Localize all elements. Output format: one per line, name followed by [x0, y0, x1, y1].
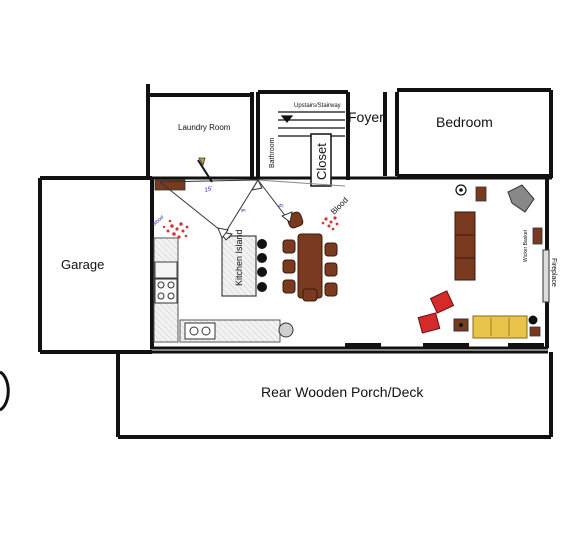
blood-splatter-dining: [321, 216, 339, 231]
bar-stools: [257, 239, 267, 292]
lamp-icon: [455, 184, 467, 196]
coffee-table-item: [459, 323, 463, 327]
porch-label: Rear Wooden Porch/Deck: [261, 384, 424, 400]
measure-label-b: 4': [238, 207, 246, 215]
fireplace-label: Fireplace: [550, 258, 557, 287]
bookshelf: [454, 211, 476, 281]
end-table: [529, 326, 541, 337]
windows: [345, 343, 544, 348]
stove: [154, 278, 178, 304]
blood-label: Blood: [329, 196, 350, 217]
arrowheads: [217, 178, 293, 241]
kitchen-island-label: Kitchen Island: [234, 229, 244, 286]
kitchen-island: [221, 235, 257, 297]
dining-chairs: [282, 211, 338, 302]
fireplace: [542, 249, 550, 303]
sink: [184, 322, 216, 340]
couch: [472, 315, 528, 339]
stairway-label: Upstairs/Stairway: [294, 103, 341, 109]
wicker-basket: [532, 227, 543, 245]
refrigerator: [154, 261, 178, 279]
laundry-room-label: Laundry Room: [178, 123, 231, 132]
bedroom-label: Bedroom: [436, 114, 493, 130]
measure-label-c: 6': [276, 203, 284, 211]
measure-label-a: 15': [204, 186, 214, 194]
foyer-label: Foyer: [348, 109, 384, 125]
stairway: [278, 111, 345, 137]
garage-label: Garage: [61, 257, 104, 272]
closet-box: [310, 133, 332, 187]
armchairs: [417, 290, 455, 334]
blood-splatter-kitchen: [162, 219, 189, 239]
closet-label: Closet: [314, 143, 329, 180]
trash-can: [278, 322, 294, 338]
dining-table: [297, 233, 323, 299]
side-table: [475, 186, 487, 202]
wicker-basket-label: Wicker Basket: [523, 229, 529, 262]
edge-arc: [0, 370, 10, 412]
end-table-lamp: [528, 315, 538, 325]
corner-chair: [507, 184, 535, 213]
pointer-marker: [198, 157, 206, 167]
bathroom-label: Bathroom: [269, 137, 276, 168]
